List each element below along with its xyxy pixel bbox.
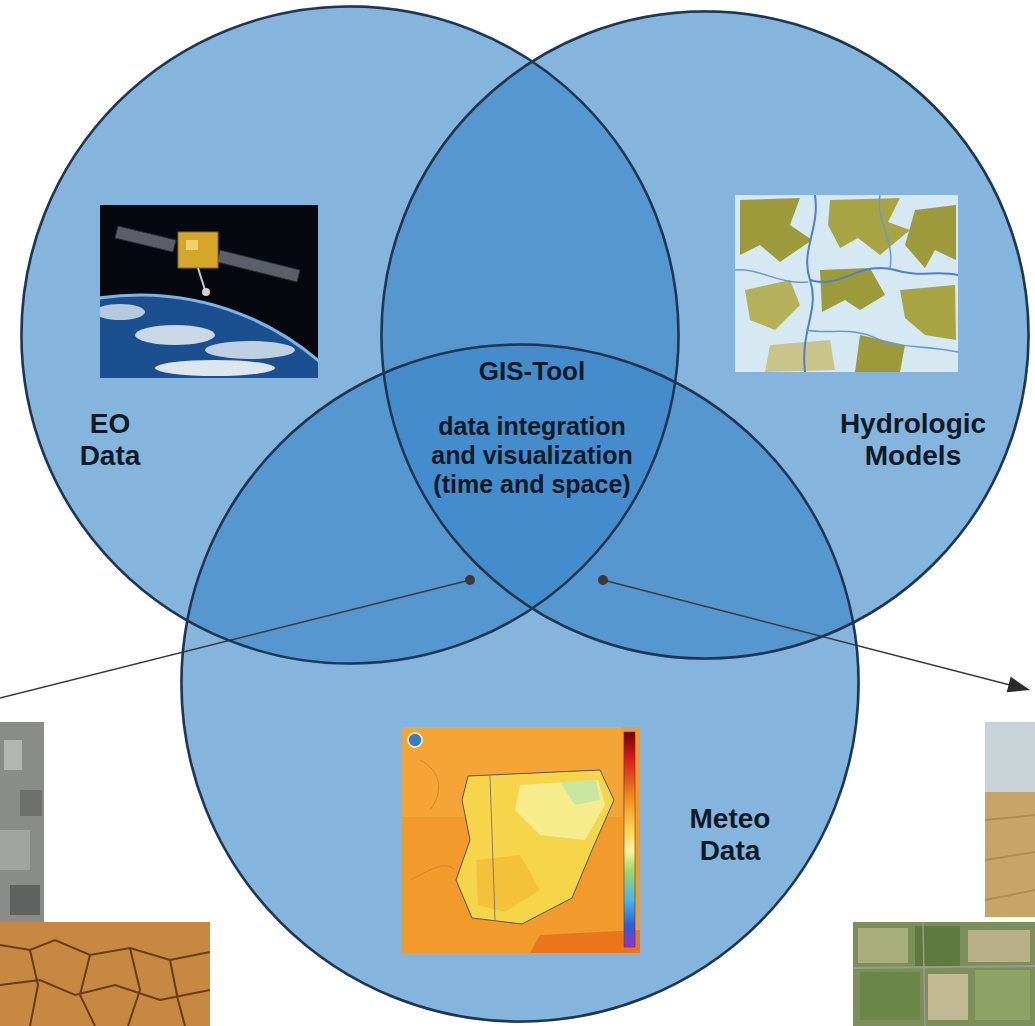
circle-outline xyxy=(22,7,679,664)
circle-label: Hydrologic Models xyxy=(818,408,1008,472)
circle-outline xyxy=(382,12,1029,659)
drought-photo xyxy=(0,922,210,1026)
integration-text: data integration and visualization (time… xyxy=(417,412,647,499)
text-slot: Hydrologic Models xyxy=(818,408,1008,472)
cloud xyxy=(100,304,145,320)
map-ground xyxy=(402,727,640,953)
text-slot: data integration and visualization (time… xyxy=(417,412,647,499)
field-plot xyxy=(968,930,1030,962)
relief-patch xyxy=(745,280,800,330)
road xyxy=(853,966,1035,968)
venn-circle: EO Data xyxy=(20,5,680,665)
field-plot xyxy=(928,974,968,1020)
relief-patch xyxy=(765,340,835,372)
field-row xyxy=(985,852,1035,860)
temperature-zone xyxy=(515,780,605,840)
field-plot xyxy=(860,972,920,1020)
crack xyxy=(128,948,140,1026)
venn-circle: Hydrologic Models xyxy=(380,10,1030,660)
hydrologic-map xyxy=(735,195,958,372)
anchor-dot xyxy=(465,575,475,585)
text-slot: EO Data xyxy=(70,408,150,472)
anchor-dot xyxy=(598,575,608,585)
temperature-zone xyxy=(476,855,540,912)
relief-patch xyxy=(900,285,956,340)
antenna-dish xyxy=(202,288,210,296)
leader-lines xyxy=(0,575,1030,698)
relief-patch xyxy=(905,205,956,268)
earth-globe xyxy=(100,295,318,378)
field-photo xyxy=(985,722,1035,917)
building xyxy=(20,790,42,816)
satellite-detail xyxy=(186,240,198,250)
relief-patch xyxy=(828,198,910,255)
sky xyxy=(985,722,1035,792)
logo-mark xyxy=(408,733,422,747)
building xyxy=(4,740,22,770)
crack xyxy=(80,955,95,1026)
field-plot xyxy=(915,926,960,966)
building xyxy=(0,830,30,870)
river-channel xyxy=(804,195,816,372)
text-slot: GIS-Tool xyxy=(432,356,632,386)
africa-coast xyxy=(530,930,640,953)
satellite-body xyxy=(178,232,218,268)
field-plot xyxy=(858,928,908,963)
antenna xyxy=(198,268,205,290)
leader-line xyxy=(603,580,1010,685)
circle-outline xyxy=(380,10,1030,660)
circle-label: EO Data xyxy=(70,408,150,472)
circle-fills xyxy=(20,5,1030,1023)
circle-outline xyxy=(182,345,859,1022)
isoline xyxy=(410,866,455,880)
temperature-zone xyxy=(560,780,600,805)
water xyxy=(10,885,40,915)
text-slot: Meteo Data xyxy=(670,803,790,867)
cloud xyxy=(155,360,275,376)
tool-title: GIS-Tool xyxy=(432,356,632,386)
crack xyxy=(0,980,210,1000)
river-channel xyxy=(879,195,891,268)
atmosphere-rim xyxy=(100,295,318,378)
circle-fill xyxy=(180,343,860,1023)
photo-ground xyxy=(0,722,44,922)
border-line xyxy=(490,776,495,920)
photo-ground xyxy=(0,922,210,1026)
cloud xyxy=(205,341,295,359)
meteo-map xyxy=(402,727,640,953)
flood-photo xyxy=(0,722,44,922)
leader-line xyxy=(0,580,470,698)
arrow-head xyxy=(1007,677,1030,692)
circle-outline xyxy=(20,5,680,665)
aerial-photo xyxy=(853,922,1035,1026)
cloud xyxy=(135,325,215,345)
river-channel xyxy=(810,268,958,282)
crack xyxy=(170,960,185,1026)
solar-panel xyxy=(217,250,300,282)
field-row xyxy=(985,815,1035,820)
crack xyxy=(30,950,38,1026)
circle-label: Meteo Data xyxy=(670,803,790,867)
peninsula-shape xyxy=(456,770,614,924)
map-ground xyxy=(735,195,958,372)
solar-panel xyxy=(115,226,176,252)
river-channel xyxy=(735,270,808,283)
photo-ground xyxy=(853,922,1035,1026)
satellite-photo xyxy=(100,205,318,378)
road xyxy=(923,922,925,1026)
isoline xyxy=(420,760,439,810)
field-row xyxy=(985,890,1035,900)
field-plot xyxy=(975,970,1030,1020)
wheat-field xyxy=(985,792,1035,917)
river-channel xyxy=(806,330,958,352)
color-scale xyxy=(624,732,635,947)
relief-patch xyxy=(740,198,812,262)
